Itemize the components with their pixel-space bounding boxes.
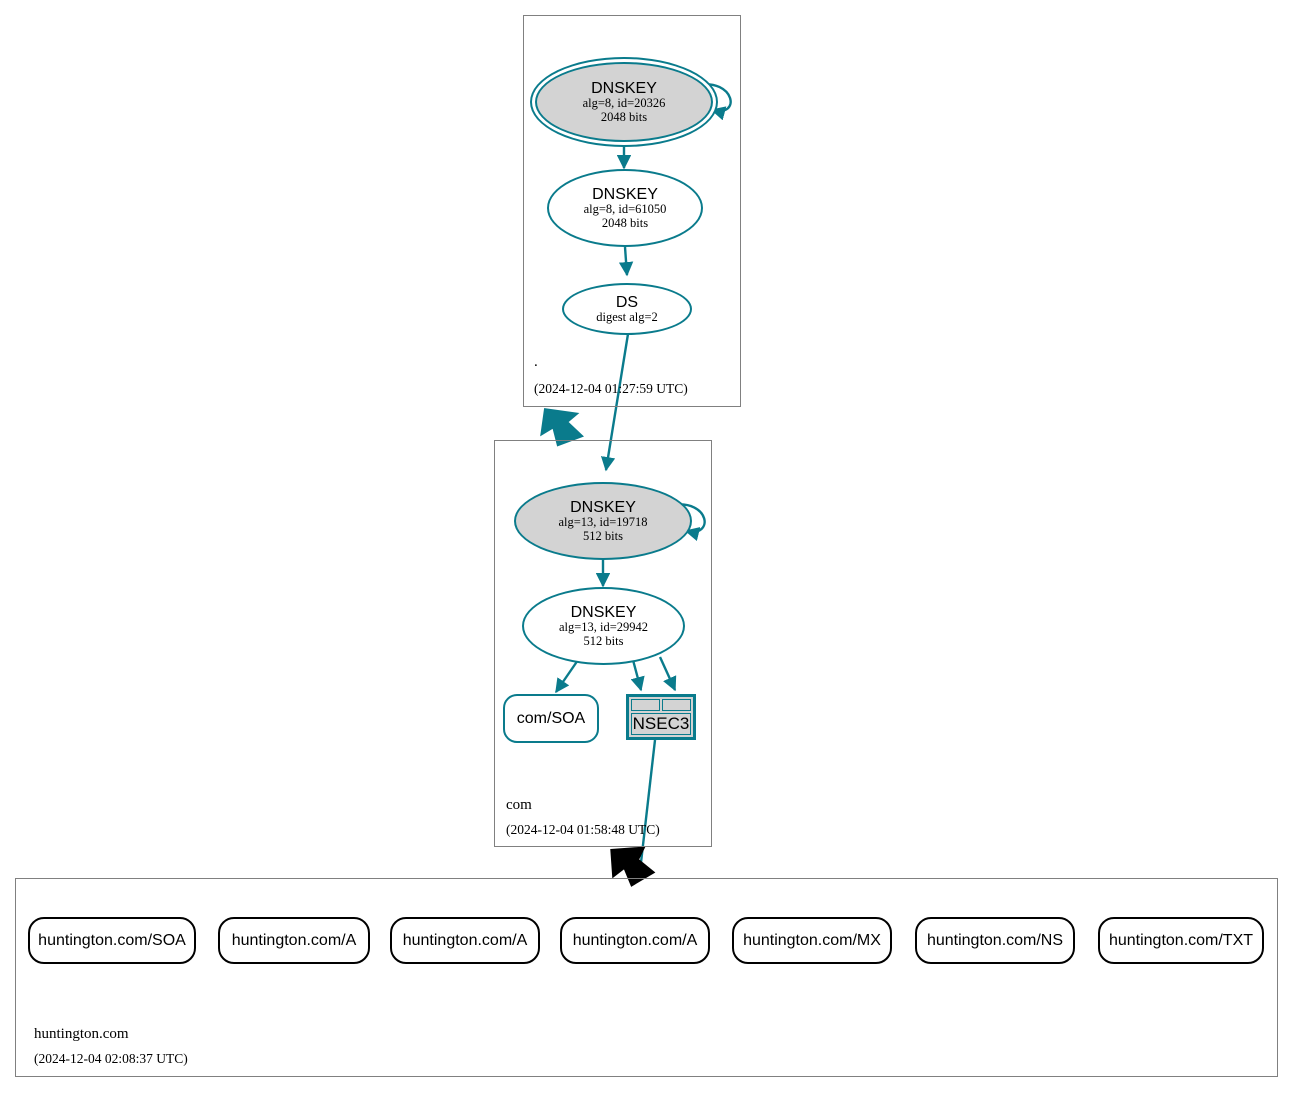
node-keysize: 512 bits bbox=[583, 633, 624, 648]
node-rrset-huntington-ns[interactable]: huntington.com/NS bbox=[915, 917, 1075, 964]
node-label: huntington.com/A bbox=[402, 931, 528, 949]
zone-label-huntington: huntington.com bbox=[34, 1026, 129, 1042]
zone-box-com bbox=[494, 440, 712, 847]
node-label: com/SOA bbox=[516, 709, 586, 727]
node-rrset-com-soa[interactable]: com/SOA bbox=[503, 694, 599, 743]
node-rrset-huntington-a-3[interactable]: huntington.com/A bbox=[560, 917, 710, 964]
node-label: huntington.com/A bbox=[572, 931, 698, 949]
zone-label-com: com bbox=[506, 797, 532, 813]
nsec3-cell-row bbox=[631, 699, 691, 711]
zone-box-root bbox=[523, 15, 741, 407]
node-title: DNSKEY bbox=[570, 603, 637, 621]
node-rrset-huntington-a-1[interactable]: huntington.com/A bbox=[218, 917, 370, 964]
node-label: huntington.com/MX bbox=[743, 931, 881, 949]
node-rrset-huntington-mx[interactable]: huntington.com/MX bbox=[732, 917, 892, 964]
node-keysize: 512 bits bbox=[583, 528, 623, 543]
zone-timestamp-huntington: (2024-12-04 02:08:37 UTC) bbox=[34, 1051, 188, 1066]
node-keysize: 2048 bits bbox=[601, 215, 649, 230]
node-keyinfo: alg=13, id=29942 bbox=[558, 620, 649, 635]
node-keyinfo: alg=8, id=61050 bbox=[583, 202, 667, 217]
node-dnskey-com-zsk[interactable]: DNSKEY alg=13, id=29942 512 bits bbox=[522, 587, 685, 665]
node-digest-alg: digest alg=2 bbox=[596, 309, 658, 324]
node-title: DNSKEY bbox=[592, 185, 658, 203]
nsec3-cell-left bbox=[631, 699, 660, 711]
nsec3-label: NSEC3 bbox=[631, 713, 691, 735]
node-label: huntington.com/NS bbox=[926, 931, 1064, 949]
node-dnskey-root-zsk[interactable]: DNSKEY alg=8, id=61050 2048 bits bbox=[547, 169, 703, 247]
node-rrset-huntington-txt[interactable]: huntington.com/TXT bbox=[1098, 917, 1264, 964]
node-rrset-huntington-a-2[interactable]: huntington.com/A bbox=[390, 917, 540, 964]
node-keyinfo: alg=13, id=19718 bbox=[558, 515, 648, 530]
node-title: DNSKEY bbox=[570, 498, 636, 516]
node-label: huntington.com/SOA bbox=[38, 931, 186, 949]
node-keyinfo: alg=8, id=20326 bbox=[582, 96, 666, 111]
node-ds-root[interactable]: DS digest alg=2 bbox=[562, 283, 692, 335]
node-label: huntington.com/TXT bbox=[1108, 931, 1254, 949]
node-nsec3-com[interactable]: NSEC3 bbox=[626, 694, 696, 740]
zone-label-root: . bbox=[534, 354, 538, 370]
node-dnskey-root-ksk[interactable]: DNSKEY alg=8, id=20326 2048 bits bbox=[535, 62, 713, 142]
zone-timestamp-com: (2024-12-04 01:58:48 UTC) bbox=[506, 822, 660, 837]
node-label: huntington.com/A bbox=[231, 931, 357, 949]
zone-timestamp-root: (2024-12-04 01:27:59 UTC) bbox=[534, 381, 688, 396]
node-rrset-huntington-soa[interactable]: huntington.com/SOA bbox=[28, 917, 196, 964]
node-title: DS bbox=[615, 293, 639, 311]
zone-box-huntington bbox=[15, 878, 1278, 1077]
node-dnskey-com-ksk[interactable]: DNSKEY alg=13, id=19718 512 bits bbox=[514, 482, 692, 560]
node-title: DNSKEY bbox=[591, 79, 657, 97]
nsec3-cell-right bbox=[662, 699, 691, 711]
node-keysize: 2048 bits bbox=[600, 109, 648, 124]
